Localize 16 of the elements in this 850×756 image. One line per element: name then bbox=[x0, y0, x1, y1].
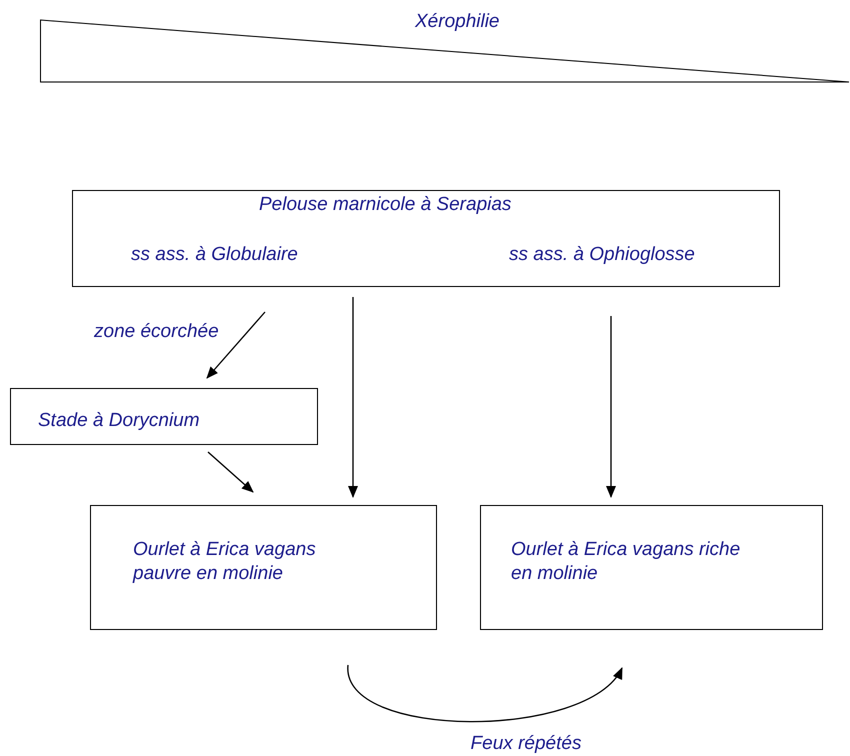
text-box bbox=[10, 388, 318, 445]
node-title: Ourlet à Erica vagans riche en molinie bbox=[511, 538, 741, 586]
text-box bbox=[72, 190, 780, 287]
text-box bbox=[480, 505, 823, 630]
arrow bbox=[606, 316, 616, 498]
arrow bbox=[206, 312, 266, 379]
node-title: Pelouse marnicole à Serapias bbox=[259, 193, 512, 217]
node-subtitle: ss ass. à Ophioglosse bbox=[509, 243, 696, 267]
node-title: Stade à Dorycnium bbox=[38, 409, 201, 433]
node-title: Xérophilie bbox=[415, 10, 500, 34]
curved-arrow bbox=[347, 664, 623, 722]
arrow bbox=[348, 297, 358, 498]
arrow bbox=[208, 452, 254, 493]
text-box bbox=[90, 505, 437, 630]
node-title: Ourlet à Erica vagans pauvre en molinie bbox=[133, 538, 317, 586]
node-subtitle: ss ass. à Globulaire bbox=[131, 243, 299, 267]
